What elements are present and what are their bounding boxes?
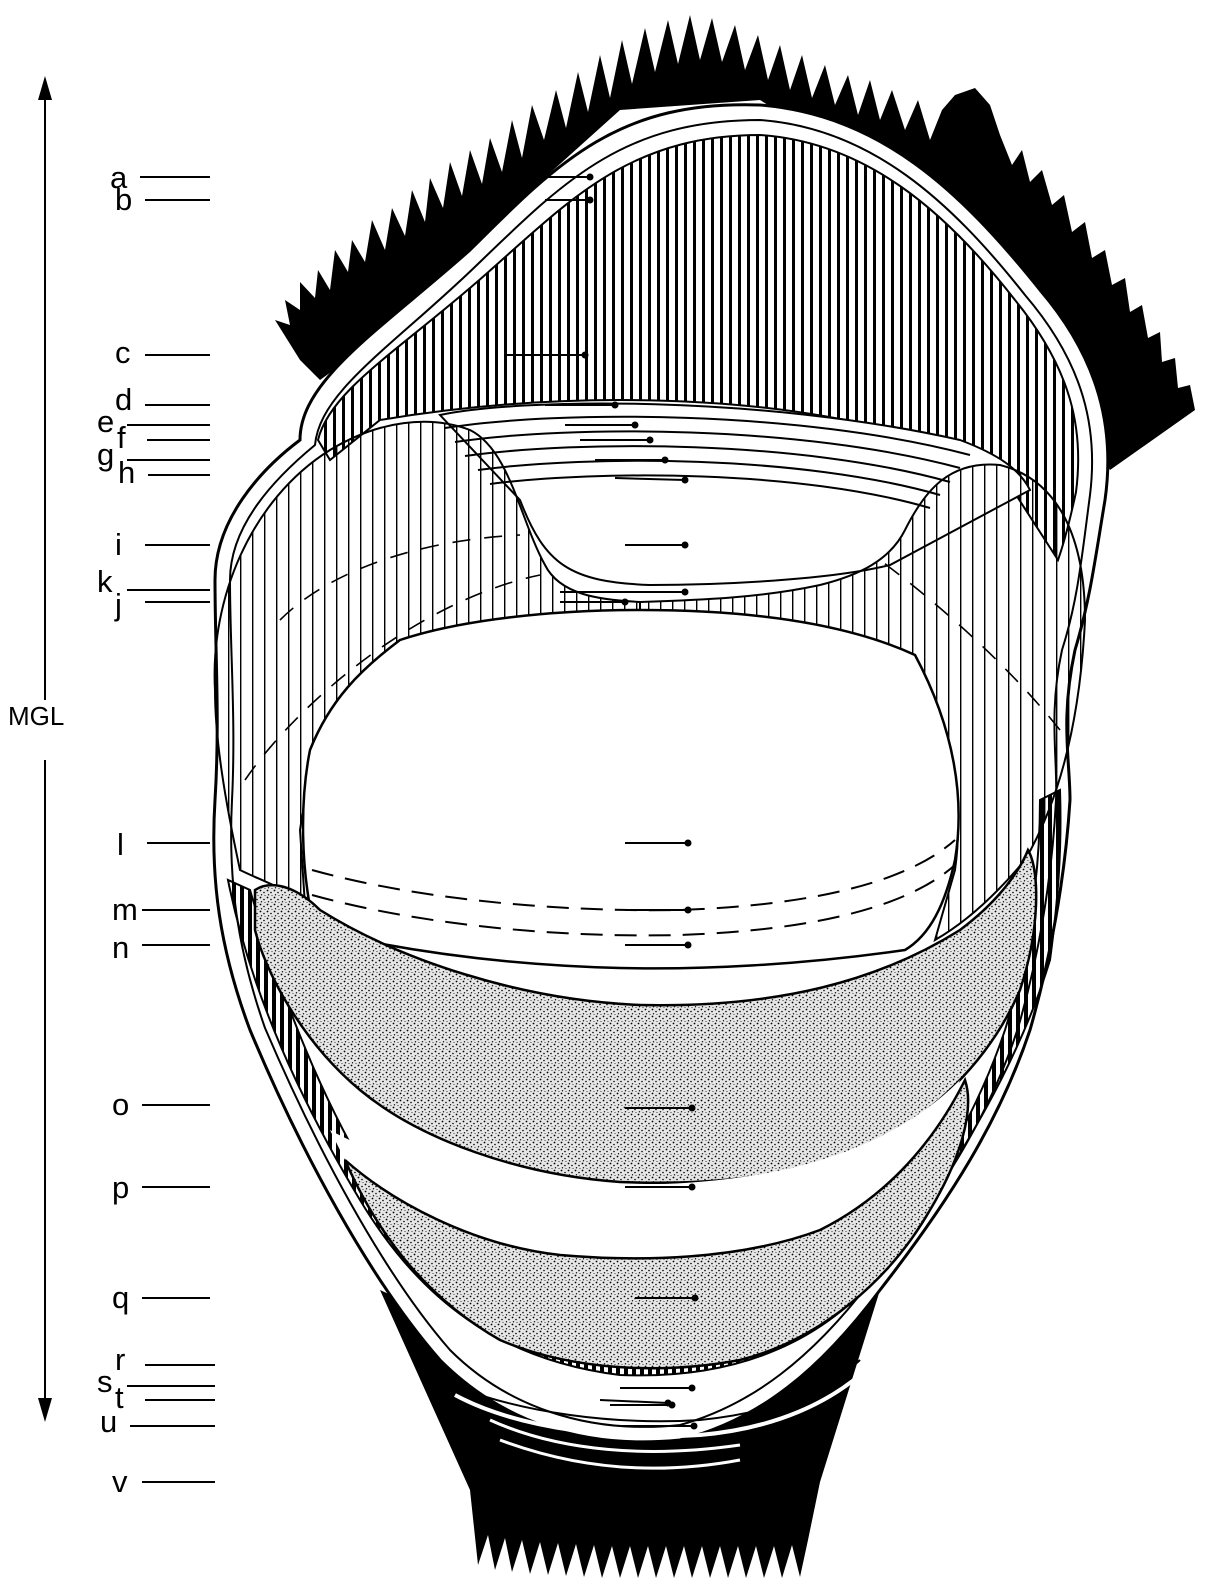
pointer-dot-r [689,1385,696,1392]
label-u: u [100,1404,117,1439]
pointer-dot-v [691,1479,698,1486]
pointer-dot-a [587,174,594,181]
pointer-dot-g [662,457,669,464]
pointer-dot-q [692,1295,699,1302]
label-q: q [112,1280,129,1315]
pointer-dot-e [632,422,639,429]
pointer-dot-c [582,352,589,359]
label-m: m [112,892,138,927]
label-c: c [115,335,131,370]
pointer-dot-l [685,840,692,847]
label-v: v [112,1464,128,1499]
label-d: d [115,382,132,417]
label-f: f [117,420,126,455]
label-k: k [97,564,113,599]
pointer-dot-j [622,599,629,606]
pointer-dot-m [685,907,692,914]
label-s: s [97,1364,113,1399]
label-j: j [114,587,122,622]
pointer-dot-k [682,589,689,596]
label-p: p [112,1170,129,1205]
label-b: b [115,182,132,217]
pointer-dot-t [669,1402,676,1409]
pointer-dot-d [612,402,619,409]
pointer-dot-h [682,477,689,484]
pointer-dot-f [647,437,654,444]
label-i: i [115,527,122,562]
pointer-dot-o [689,1105,696,1112]
pointer-dot-p [689,1184,696,1191]
pointer-dot-u [691,1423,698,1430]
pointer-dot-b [587,197,594,204]
mgl-axis-label: MGL [8,701,64,731]
label-n: n [112,930,129,965]
label-r: r [115,1342,125,1377]
central-cavity [303,610,959,968]
mgl-axis [38,76,52,1422]
label-o: o [112,1087,129,1122]
label-h: h [118,455,135,490]
label-e: e [97,404,114,439]
label-l: l [117,827,124,862]
pointer-dot-i [682,542,689,549]
label-g: g [97,437,114,472]
pointer-dot-n [685,942,692,949]
